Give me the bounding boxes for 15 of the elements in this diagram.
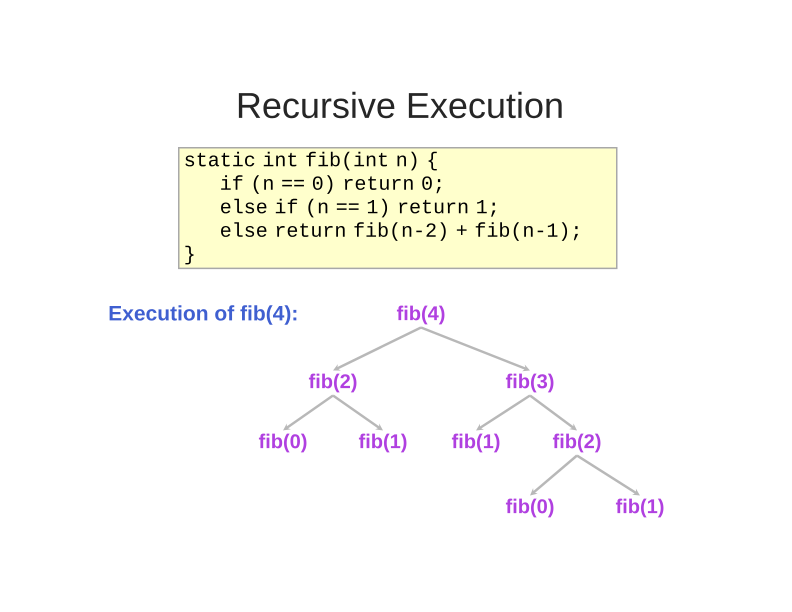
code-box: static int fib(int n) { if (n == 0) return 0; else if (n == 1) return 1; else return fib(n-2) + fib(n-1); } — [178, 147, 618, 270]
call-label: fib(2) — [552, 434, 600, 452]
call-label: fib(4) — [396, 306, 444, 324]
slide-title: Recursive Execution — [238, 92, 562, 118]
call-label: fib(0) — [258, 434, 306, 452]
call-label: fib(2) — [308, 374, 356, 392]
arrow — [332, 394, 383, 430]
section-label: Execution of fib(4): — [110, 305, 296, 325]
arrow — [529, 394, 577, 430]
call-label: fib(1) — [358, 434, 406, 452]
call-label: fib(1) — [616, 498, 664, 518]
call-label: fib(1) — [452, 434, 500, 452]
call-label: fib(3) — [506, 374, 554, 392]
call-label: fib(0) — [506, 498, 554, 518]
arrow — [530, 454, 578, 496]
